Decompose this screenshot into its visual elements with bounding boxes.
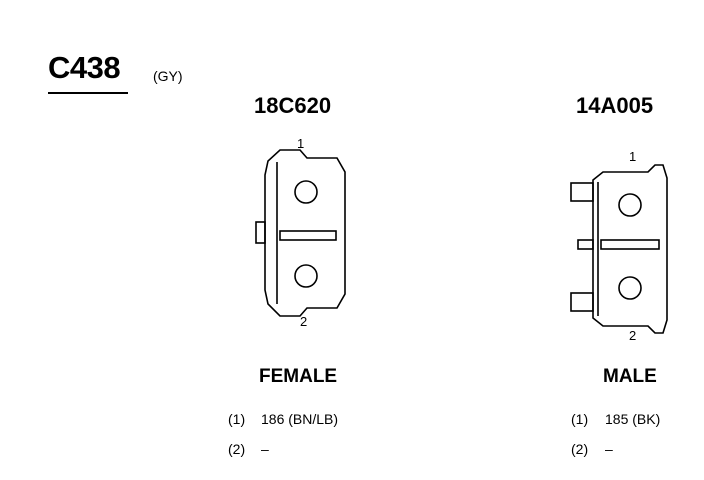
right-pin-1-wire: 185 (BK)	[605, 411, 661, 427]
right-pin-1-label: 1	[629, 149, 637, 164]
connector-color-code: (GY)	[153, 68, 183, 84]
right-pin-2-number: (2)	[571, 441, 589, 457]
male-connector-face	[570, 164, 668, 334]
connector-id: C438	[48, 50, 121, 85]
left-gender-label: FEMALE	[259, 366, 338, 387]
left-pin-1-wire: 186 (BN/LB)	[261, 411, 339, 427]
left-pin-1-number: (1)	[228, 411, 246, 427]
right-part-number: 14A005	[576, 93, 654, 118]
right-pin-1-number: (1)	[571, 411, 589, 427]
right-pin-2-label: 2	[629, 328, 637, 343]
right-gender-label: MALE	[603, 366, 657, 387]
right-pin-2-wire: –	[605, 441, 613, 457]
connector-id-underline	[48, 92, 128, 94]
left-pin-2-wire: –	[261, 441, 269, 457]
left-part-number: 18C620	[254, 93, 332, 118]
female-connector-face	[255, 149, 346, 317]
left-pin-2-number: (2)	[228, 441, 246, 457]
left-pin-2-label: 2	[300, 314, 308, 329]
left-pin-1-label: 1	[297, 136, 305, 151]
